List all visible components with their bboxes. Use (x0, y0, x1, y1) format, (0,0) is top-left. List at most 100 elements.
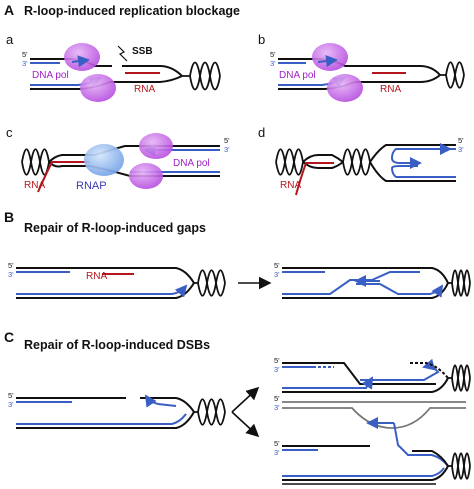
section-b-left-diagram: 5' 3' RNA (8, 261, 226, 299)
panel-a-dna-pol-label: DNA pol (32, 70, 69, 81)
panel-b-dna-pol-top (312, 43, 348, 71)
section-c-arrow-up (231, 386, 260, 413)
panel-a-ssb-label: SSB (132, 46, 153, 57)
panel-d-fork-bottom (369, 161, 456, 182)
section-b-right-bottom-blue (282, 271, 420, 295)
section-b-letter: B (4, 209, 14, 225)
panel-c-left-helix (21, 148, 50, 176)
section-c-rb-three-prime-a: 3' (274, 403, 280, 412)
panel-b-dna-pol-label: DNA pol (279, 70, 316, 81)
section-b-right-top (282, 267, 449, 284)
section-b-right-five-prime: 5' (274, 261, 280, 270)
section-b-left-bottom (16, 282, 195, 299)
panel-d-rna-label: RNA (280, 180, 301, 191)
panel-a-dna-pol-top (64, 43, 100, 71)
panel-c: c 5' 3' RNA RNAP DNA pol (6, 125, 230, 193)
panel-b-dna-pol-bottom (327, 74, 363, 102)
section-b-left-helix (194, 269, 226, 297)
section-b-title: Repair of R-loop-induced gaps (24, 221, 206, 235)
section-c-right-top-diagram: 5' 3' (274, 356, 471, 393)
section-c-left-diagram: 5' 3' (8, 391, 226, 429)
panel-a-rna-label: RNA (134, 84, 155, 95)
panel-c-dna-pol-label: DNA pol (173, 158, 210, 169)
panel-d-five-prime: 5' (458, 136, 464, 145)
panel-a-letter: a (6, 32, 14, 47)
section-a-letter: A (4, 2, 14, 18)
section-c-right-bottom-diagram: 5' 3' 5' 3' (274, 394, 471, 485)
panel-b-three-prime: 3' (270, 59, 276, 68)
panel-a: a 5' 3' DNA pol RNA SSB (6, 32, 221, 102)
section-c-rt-helix (448, 364, 471, 392)
section-c-left-top-right (140, 397, 195, 413)
section-b-right-template-switch (356, 283, 444, 298)
section-b-right-helix (448, 269, 471, 297)
section-c-rb-five-prime-b: 5' (274, 439, 280, 448)
section-c-rb-bottom (282, 465, 449, 481)
panel-d-blue-bottom (390, 165, 456, 178)
panel-c-dna-pol-top (139, 133, 173, 159)
section-c-rb-five-prime-a: 5' (274, 394, 280, 403)
panel-b-rna-label: RNA (380, 84, 401, 95)
panel-d-bubble-top (302, 154, 344, 163)
panel-b-parental-duplex (440, 61, 465, 89)
panel-d-letter: d (258, 125, 265, 140)
section-c-right-top-five-prime: 5' (274, 356, 280, 365)
section-c-rb-sister-bottom (282, 407, 466, 429)
panel-a-five-prime: 5' (22, 50, 28, 59)
section-b-rna-label: RNA (86, 271, 107, 282)
lightning-icon (117, 45, 128, 62)
section-c-title: Repair of R-loop-induced DSBs (24, 338, 210, 352)
panel-d-rna (295, 162, 334, 196)
panel-a-top-strand-right (122, 65, 183, 77)
section-c-rb-three-prime-b: 3' (274, 448, 280, 457)
section-c-left-bottom (16, 411, 195, 429)
panel-b: b 5' 3' DNA pol RNA (258, 32, 465, 102)
section-c-rt-top (282, 362, 436, 385)
panel-b-letter: b (258, 32, 265, 47)
section-b-three-prime: 3' (8, 270, 14, 279)
section-c-left-bottom-blue (16, 413, 187, 425)
panel-d-three-prime: 3' (458, 145, 464, 154)
panel-d-bubble-bottom (302, 161, 344, 169)
panel-d-left-helix (275, 148, 304, 176)
panel-b-five-prime: 5' (270, 50, 276, 59)
section-b-five-prime: 5' (8, 261, 14, 270)
section-c-right-top-three-prime: 3' (274, 365, 280, 374)
section-a-title: R-loop-induced replication blockage (24, 4, 240, 18)
section-b-left-top (16, 267, 195, 284)
section-c-rt-bottom-blue (282, 376, 374, 390)
panel-c-three-prime: 3' (224, 145, 230, 154)
section-c-rb-helix (448, 452, 471, 480)
section-c-left-helix (194, 398, 226, 426)
section-c-left-five-prime: 5' (8, 391, 14, 400)
section-c-rb-bottom-blue (282, 467, 445, 477)
section-b-right-diagram: 5' 3' (274, 261, 471, 299)
section-c-rb-top-right (412, 450, 449, 467)
section-c-rb-invading-strand (393, 422, 449, 467)
section-c-rt-upper-arm (410, 362, 449, 379)
panel-d-blue-top (390, 148, 456, 169)
section-b-right-three-prime: 3' (274, 270, 280, 279)
panel-d-fork-top (369, 144, 456, 163)
section-c-letter: C (4, 329, 14, 345)
panel-c-rna (37, 161, 90, 193)
panel-d-middle-helix (342, 148, 371, 176)
panel-a-parental-duplex (182, 61, 221, 91)
section-c-arrow-down (231, 411, 260, 438)
panel-a-dna-pol-bottom (80, 74, 116, 102)
section-c-rt-bottom (282, 377, 449, 393)
panel-c-rnap-label: RNAP (76, 180, 107, 192)
section-b-right-bottom (282, 282, 449, 299)
panel-a-three-prime: 3' (22, 59, 28, 68)
panel-c-dna-pol-bottom (129, 163, 163, 189)
section-c-left-blue-arrow (144, 394, 177, 408)
panel-c-five-prime: 5' (224, 136, 230, 145)
section-b-left-bottom-blue (16, 284, 188, 298)
section-c-rt-invading-blue (360, 358, 440, 381)
panel-d: d 5' 3' RNA (258, 125, 464, 196)
panel-c-rna-label: RNA (24, 180, 45, 191)
panel-c-rnap (84, 144, 124, 176)
panel-c-letter: c (6, 125, 13, 140)
section-c-left-three-prime: 3' (8, 400, 14, 409)
